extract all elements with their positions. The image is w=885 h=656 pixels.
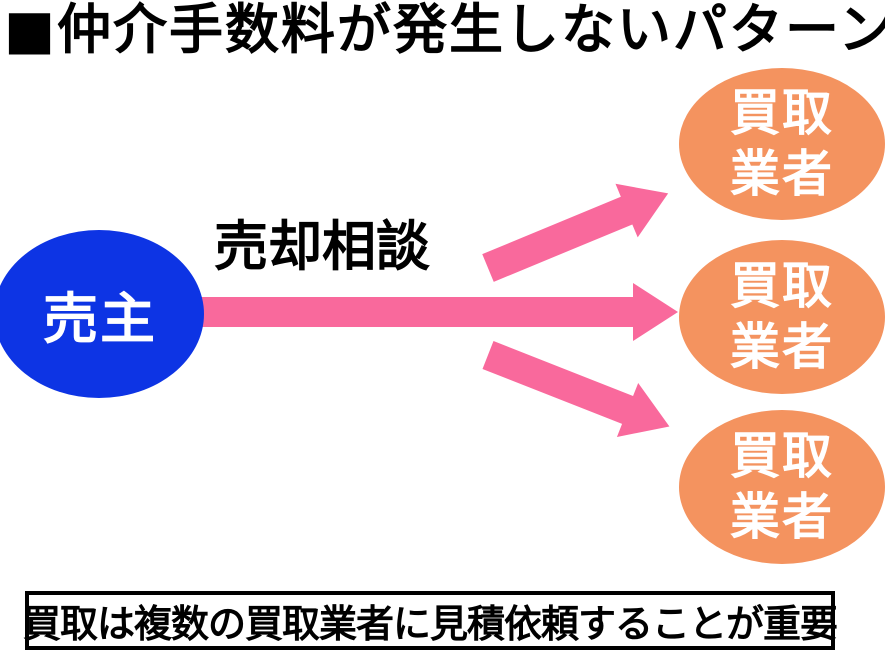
buyer-label-1: 買取 業者 — [679, 68, 885, 220]
arrow-label: 売却相談 — [214, 215, 430, 278]
page-title: ■仲介手数料が発生しないパターン — [4, 0, 885, 61]
buyer-ellipse-1 — [679, 68, 885, 220]
arrow-bottom — [482, 341, 670, 437]
buyer-ellipse-2 — [679, 240, 885, 394]
arrow-middle — [195, 283, 678, 341]
buyer-label-1-line1: 買取 — [730, 84, 834, 142]
buyer-label-3: 買取 業者 — [679, 410, 885, 564]
buyer-label-2-line1: 買取 — [730, 257, 834, 315]
note-text: 買取は複数の買取業者に見積依頼することが重要 — [23, 602, 838, 646]
buyer-label-2: 買取 業者 — [679, 240, 885, 394]
buyer-ellipse-3 — [679, 410, 885, 564]
seller-ellipse — [0, 230, 204, 398]
note-box: 買取は複数の買取業者に見積依頼することが重要 — [23, 591, 838, 650]
buyer-label-1-line2: 業者 — [730, 145, 834, 203]
arrow-top — [482, 183, 669, 282]
buyer-label-2-line2: 業者 — [730, 318, 834, 376]
buyer-label-3-line2: 業者 — [730, 488, 834, 546]
buyer-label-3-line1: 買取 — [730, 427, 834, 485]
seller-label: 売主 — [42, 287, 157, 351]
